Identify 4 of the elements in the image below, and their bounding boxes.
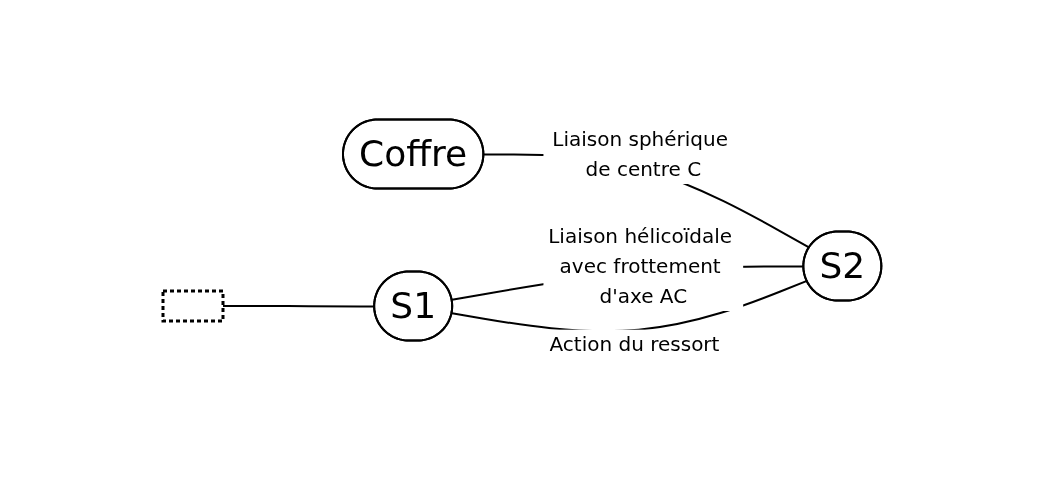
edge-label: Liaison sphérique de centre C [552, 127, 729, 182]
node-ground [161, 289, 225, 323]
edge-label: Action du ressort [549, 332, 720, 357]
edge-label: Liaison hélicoïdale avec frottement d'axe AC [548, 224, 733, 309]
